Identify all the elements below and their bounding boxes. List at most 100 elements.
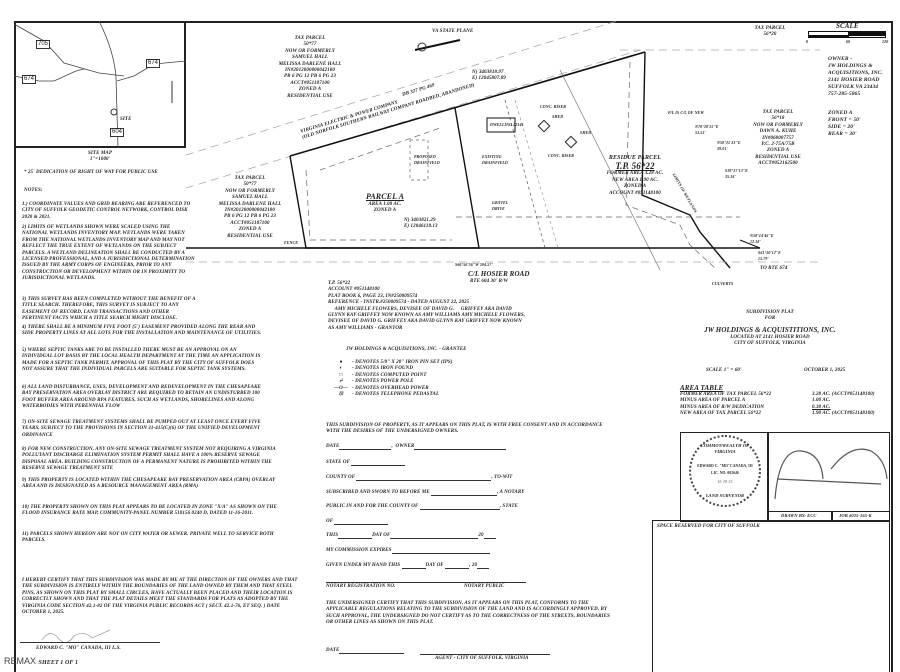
bearing-label: N70°28'55"E 53.53': [695, 124, 719, 136]
gravel-drive-label: GRAVEL DRIVE: [492, 200, 509, 212]
surveyor-seal: COMMONWEALTH OF VIRGINIA EDWARD C. "MO"C…: [689, 435, 761, 507]
scale-tick: 120: [882, 39, 889, 44]
seal-divider: [767, 433, 769, 521]
notary-state-field[interactable]: [334, 519, 389, 526]
overhead-power-icon: —o—: [334, 385, 348, 391]
county-field[interactable]: [356, 475, 492, 482]
tpw-line: IN#2012000000042100: [225, 208, 275, 214]
area-table-row: NEW AREA OF TAX PARCEL 56*221.90 Ac. (AC…: [680, 411, 890, 417]
tpe-line: 56*18: [771, 116, 785, 122]
existing-drainfield-label: EXISTING DRAINFIELD: [482, 154, 508, 166]
notary-state-row: STATE OF: [326, 460, 406, 467]
residue-title: RESIDUE PARCEL: [608, 155, 662, 161]
remax-watermark: REMAX: [4, 656, 37, 666]
tpw-line: MELISSA DARLENE HALL: [218, 201, 282, 207]
tpn-line: IN#2012000000042100: [285, 68, 335, 74]
of-label: OF: [326, 519, 334, 524]
owner-block: OWNER - JW HOLDINGS & ACQUISITIONS, INC.…: [828, 56, 883, 98]
residue-tp: T.P. 56*22: [615, 161, 655, 172]
zoning-block: ZONED A FRONT = 50' SIDE = 20' REAR = 30…: [828, 110, 861, 138]
tpe-line: ZONED A: [766, 148, 790, 154]
surveyor-certification: I HEREBY CERTIFY THAT THIS SUBDIVISION W…: [22, 578, 298, 616]
given-year-field[interactable]: [477, 563, 490, 570]
plat-drawing: [185, 19, 820, 271]
month-field[interactable]: [390, 533, 479, 540]
proposed-drainfield-label: PROPOSED DRAINFIELD: [414, 154, 440, 166]
parcel-a-label: PARCEL A AREA 1.00 Ac. ZONED A: [340, 192, 430, 215]
given-day-field[interactable]: [401, 563, 426, 570]
site-label: SITE: [120, 117, 132, 122]
parcel-a-area: AREA 1.00 Ac.: [368, 202, 402, 207]
notes-heading: NOTES:: [24, 188, 43, 193]
area-row-label: MINUS AREA OF PARCEL A: [680, 398, 746, 404]
notary-date-owner-row: DATE, OWNER: [326, 444, 507, 451]
owner-consent: THIS SUBDIVISION OF PROPERTY, AS IT APPE…: [326, 423, 603, 435]
tpe-line: RESIDENTIAL USE: [755, 154, 801, 160]
state-label: , STATE: [499, 504, 518, 509]
tax-parcel-west-block: TAX PARCEL 50*77 NOW OR FORMERLY SAMUEL …: [210, 176, 290, 240]
area-row-label: FORMER AREA OF TAX PARCEL 56*22: [680, 392, 772, 397]
telephone-pedestal-icon: ⊡: [338, 392, 344, 398]
bearing-label: S61°20'12"E 15.79': [758, 250, 781, 262]
to-wit-label: TO-WIT: [494, 475, 513, 480]
given-month-field[interactable]: [445, 563, 470, 570]
public-in-label: PUBLIC IN AND FOR THE COUNTY OF: [326, 504, 419, 509]
residue-account: ACCOUNT #051148100: [609, 190, 661, 196]
notary-public-label: NOTARY PUBLIC: [464, 584, 505, 589]
coord-n: N) 3403818.97: [472, 70, 504, 75]
bearing-label: S39°37'13"E 35.34': [725, 168, 748, 180]
year-field[interactable]: [483, 533, 496, 540]
culverts-label: CULVERTS: [712, 281, 734, 286]
tpne-line: 56*20: [763, 32, 777, 38]
seal-bottom-text: LAND SURVEYOR: [705, 493, 745, 498]
sheet-number: SHEET 1 OF 1: [38, 660, 79, 666]
note-1: 1.) COORDINATE VALUES AND GRID BEARING A…: [22, 202, 191, 220]
note-8: 8) FOR NEW CONSTRUCTION, ANY ON-SITE SEW…: [22, 447, 276, 472]
ref-line: AS AMY WILLIAMS - GRANTOR: [328, 325, 403, 331]
ref-line: DEVISEE OF DAVID G. GRIFFEY AKA DAVID GL…: [328, 319, 522, 325]
notary-county-field[interactable]: [419, 504, 500, 511]
date-field[interactable]: [339, 444, 392, 451]
approval-date-field[interactable]: [339, 648, 405, 655]
shed-label: SHED: [552, 114, 564, 119]
job-number: JOB #025-165-K: [839, 513, 872, 518]
residue-former-area: FORMER AREA 3.28 Ac.: [606, 171, 664, 177]
route-705-marker: 705: [36, 40, 51, 49]
area-table-row: FORMER AREA OF TAX PARCEL 56*223.28 Ac. …: [680, 392, 890, 398]
commission-expires-field[interactable]: [391, 548, 490, 555]
agent-signature-line[interactable]: [420, 654, 550, 655]
notary-name-field[interactable]: [431, 490, 498, 497]
bearing-label: N50°21'33"E 39.01': [717, 140, 741, 152]
area-row-value: 1.00 Ac.: [812, 398, 831, 404]
day-field[interactable]: [338, 533, 373, 540]
state-of-label: STATE OF: [326, 460, 350, 465]
owner-line: ACQUISITIONS, INC.: [828, 70, 883, 76]
owner-signature-field[interactable]: [414, 444, 507, 451]
tpn-line: ZONED A: [298, 87, 322, 93]
bearing-label: S66°56'56"W 594.57': [455, 262, 493, 267]
route-674-marker: 674: [146, 59, 161, 68]
notary-signature-line[interactable]: [326, 582, 526, 583]
year-prefix: 20: [478, 533, 484, 538]
surveyor-signature: [41, 629, 111, 642]
ref-line: PLAT BOOK 6, PAGE 23, IN#250009574: [328, 293, 418, 299]
state-field[interactable]: [351, 460, 406, 467]
signature-scribble: [774, 448, 888, 500]
computed-point-icon: □: [339, 372, 343, 378]
title-line-3: JW HOLDINGS & ACQUISTITIONS, INC.: [704, 325, 836, 334]
scale-title: Scale: [836, 22, 859, 30]
legend-item: ● - DENOTES 5/8" X 20" IRON PIN SET (IPS): [330, 360, 530, 366]
legend-label: - DENOTES 5/8" X 20" IRON PIN SET (IPS): [352, 360, 453, 365]
scale-tick: 0: [806, 39, 809, 44]
tax-parcel-north-block: TAX PARCEL 50*77 NOW OR FORMERLY SAMUEL …: [270, 36, 350, 100]
city-approval-text: THE UNDERSIGNED CERTIFY THAT THIS SUBDIV…: [326, 601, 610, 626]
given-label: GIVEN UNDER MY HAND THIS: [326, 563, 401, 568]
title-block: SUBDIVISION PLAT FOR JW HOLDINGS & ACQUI…: [660, 310, 880, 348]
area-row-label: NEW AREA OF TAX PARCEL 56*22: [680, 411, 761, 417]
city-reserved-box: SPACE RESERVED FOR CITY OF SUFFOLK: [652, 520, 890, 672]
iron-pin-set-icon: ●: [339, 360, 343, 365]
legend-item: ⌿- DENOTES POWER POLE: [330, 379, 530, 385]
tpne-line: TAX PARCEL: [754, 26, 786, 31]
ref-line: AMY MICHELE FLOWERS, DEVISEE OF DAVID G.…: [328, 306, 512, 312]
